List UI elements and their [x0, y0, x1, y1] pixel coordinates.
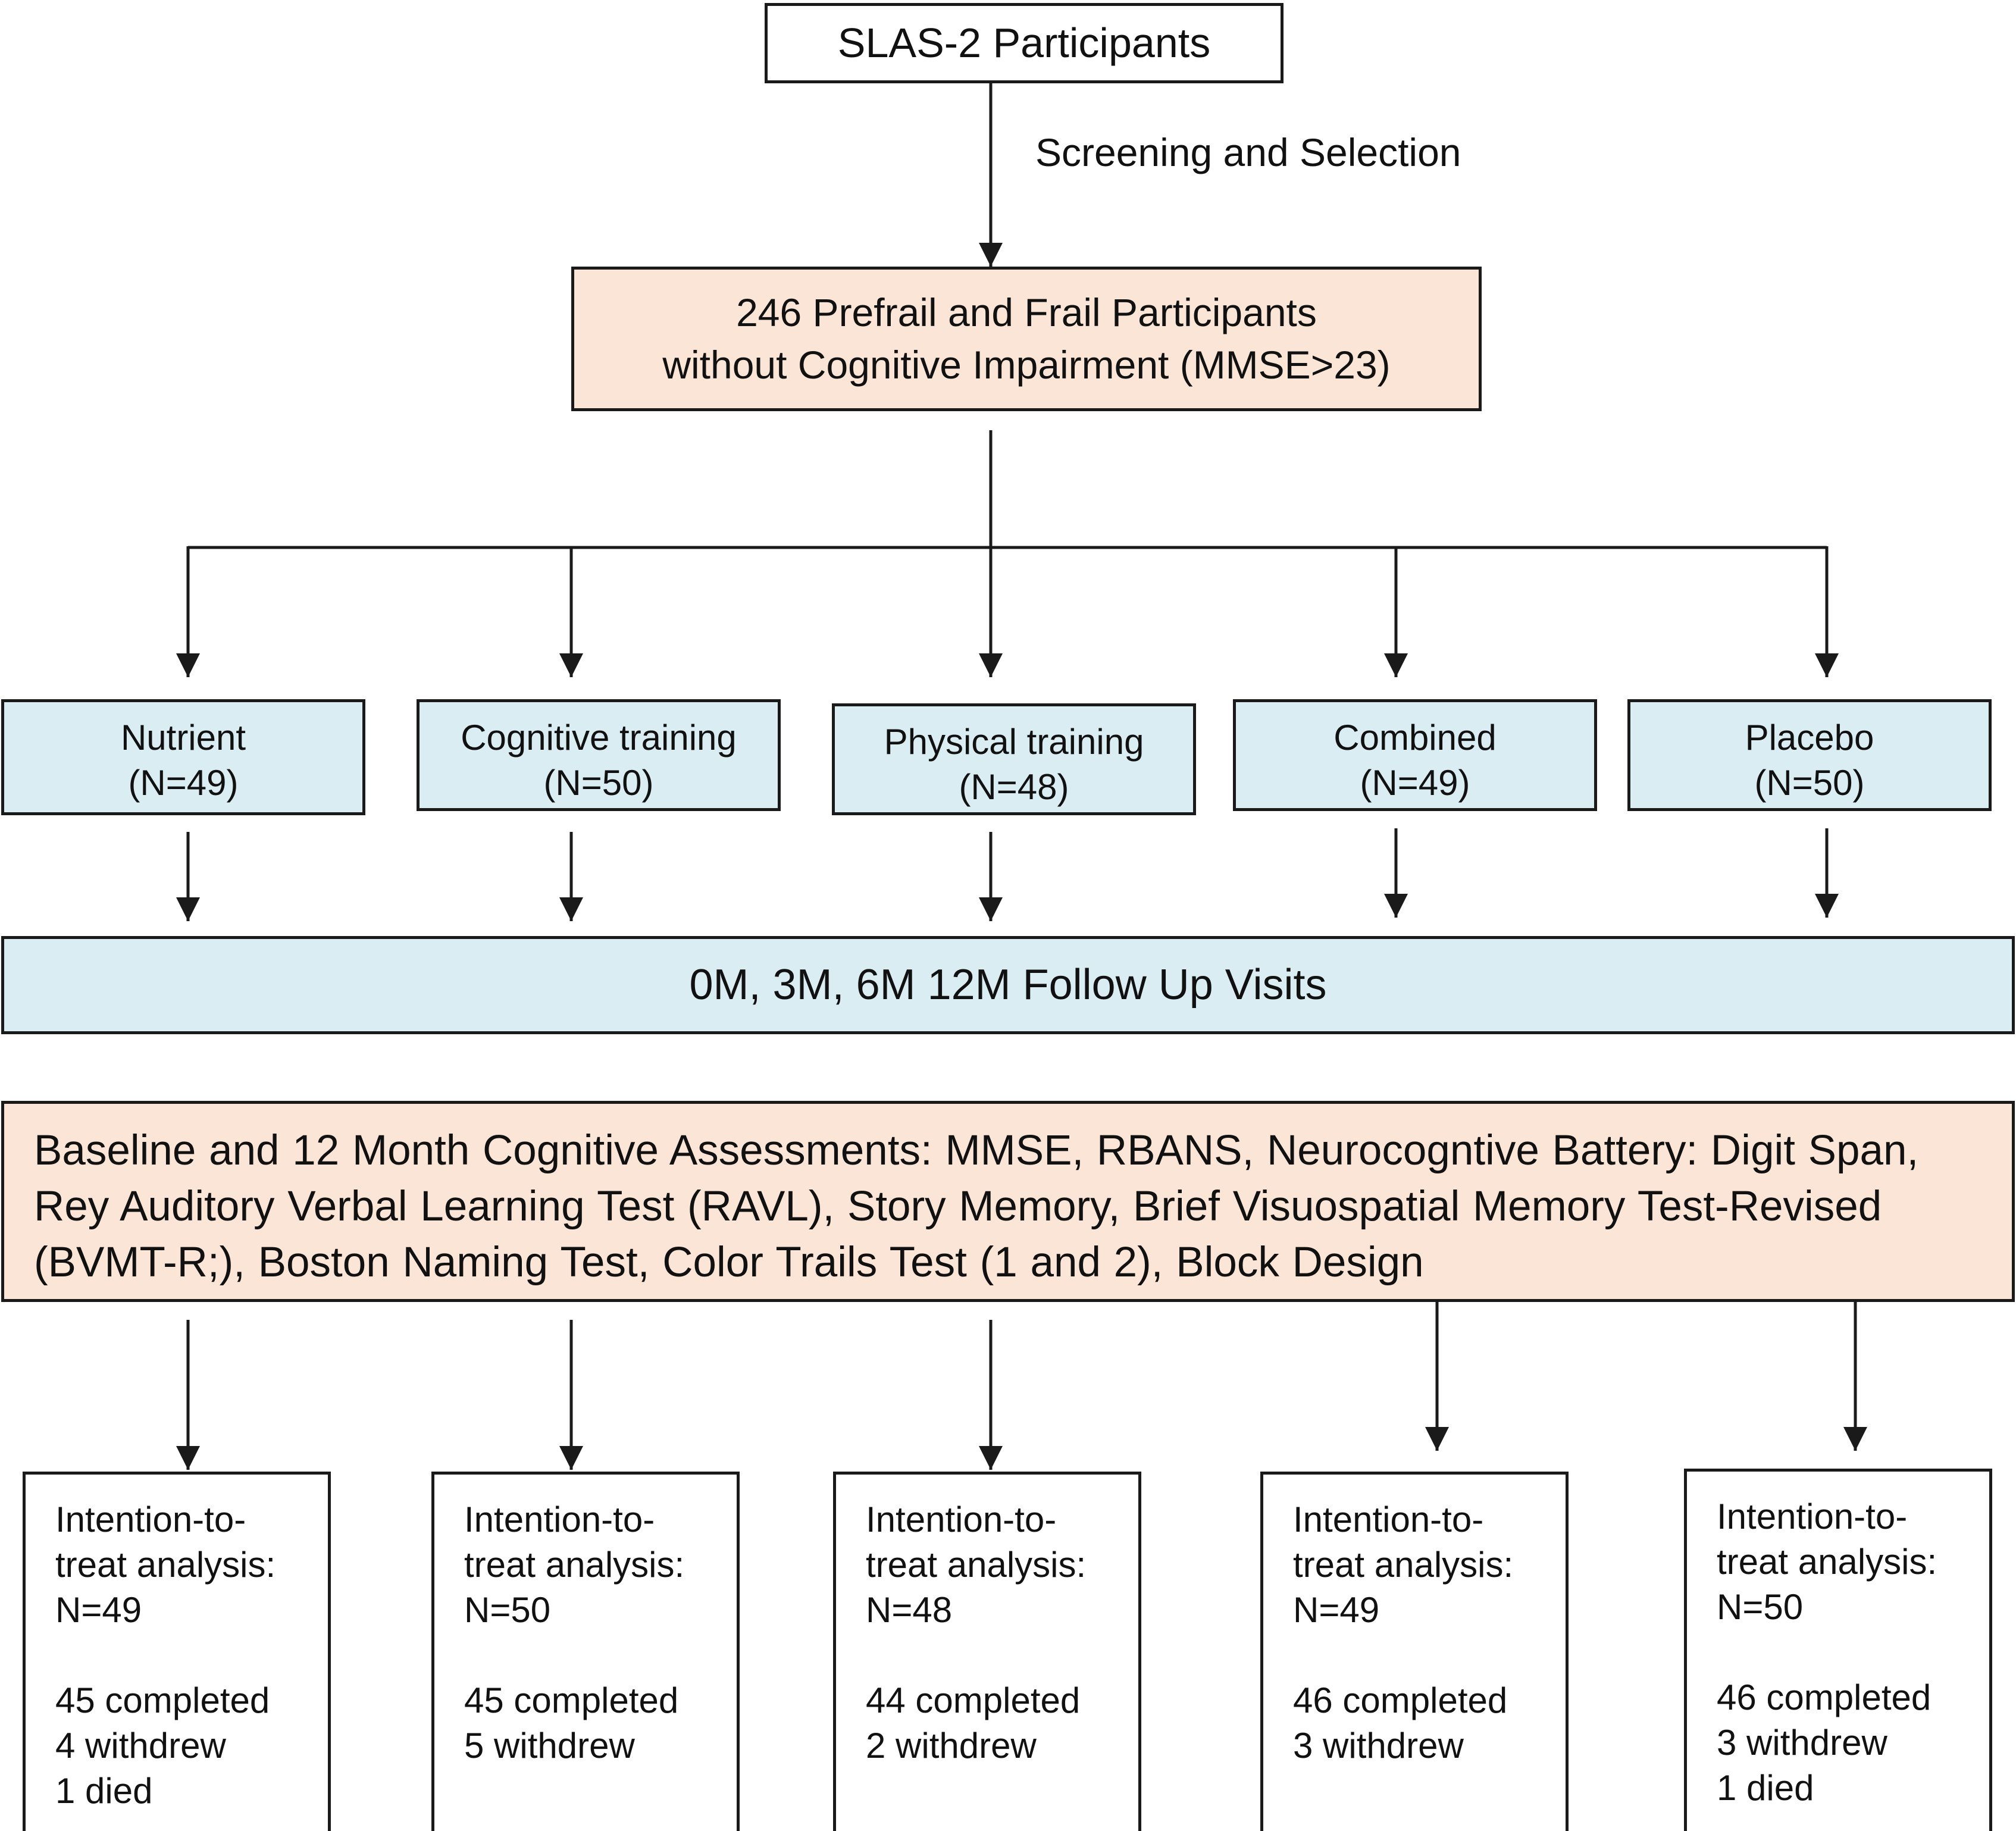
result-completed: 45 completed	[464, 1680, 679, 1720]
result-withdrew: 5 withdrew	[464, 1726, 635, 1766]
result-died: 1 died	[55, 1771, 153, 1811]
result-withdrew: 3 withdrew	[1717, 1723, 1887, 1763]
result-line: Intention-to-	[1293, 1500, 1484, 1539]
arm-count: (N=50)	[543, 763, 654, 803]
result-completed: 46 completed	[1293, 1680, 1508, 1720]
result-completed: 44 completed	[866, 1680, 1081, 1720]
result-box-combined: Intention-to- treat analysis: N=49 46 co…	[1260, 1472, 1569, 1831]
assessment-text: Baseline and 12 Month Cognitive Assessme…	[34, 1127, 1919, 1286]
arm-count: (N=48)	[959, 767, 1069, 807]
result-line: Intention-to-	[1717, 1497, 1908, 1536]
arm-count: (N=49)	[1360, 763, 1470, 803]
result-line: treat analysis:	[55, 1545, 276, 1585]
result-withdrew: 4 withdrew	[55, 1726, 226, 1766]
arm-name: Cognitive training	[461, 718, 737, 758]
arm-name: Placebo	[1745, 718, 1874, 758]
result-itt-count: N=50	[1717, 1587, 1804, 1627]
arm-box-nutrient: Nutrient (N=49)	[1, 699, 365, 815]
result-line: treat analysis:	[866, 1545, 1087, 1585]
arm-box-physical-training: Physical training (N=48)	[832, 703, 1196, 815]
arm-box-combined: Combined (N=49)	[1233, 699, 1597, 811]
arm-box-placebo: Placebo (N=50)	[1627, 699, 1992, 811]
result-line: Intention-to-	[55, 1500, 246, 1539]
result-withdrew: 2 withdrew	[866, 1726, 1037, 1766]
arm-name: Nutrient	[120, 718, 246, 758]
arm-name: Combined	[1333, 718, 1497, 758]
participants-box: SLAS-2 Participants	[765, 3, 1284, 83]
followup-text: 0M, 3M, 6M 12M Follow Up Visits	[689, 960, 1327, 1009]
eligible-line-1: 246 Prefrail and Frail Participants	[736, 290, 1317, 335]
result-box-placebo: Intention-to- treat analysis: N=50 46 co…	[1684, 1469, 1992, 1831]
screening-label: Screening and Selection	[1035, 130, 1461, 174]
result-line: treat analysis:	[1293, 1545, 1514, 1585]
arm-box-cognitive-training: Cognitive training (N=50)	[417, 699, 781, 811]
result-line: Intention-to-	[464, 1500, 655, 1539]
followup-box: 0M, 3M, 6M 12M Follow Up Visits	[1, 936, 2015, 1034]
arm-count: (N=49)	[128, 763, 239, 803]
result-died: 1 died	[1717, 1768, 1814, 1808]
result-completed: 45 completed	[55, 1680, 270, 1720]
eligible-box: 246 Prefrail and Frail Participants with…	[571, 267, 1482, 411]
result-line: treat analysis:	[464, 1545, 685, 1585]
result-box-nutrient: Intention-to- treat analysis: N=49 45 co…	[23, 1472, 331, 1831]
arm-name: Physical training	[884, 722, 1144, 762]
result-itt-count: N=48	[866, 1590, 953, 1630]
result-itt-count: N=49	[55, 1590, 142, 1630]
result-completed: 46 completed	[1717, 1677, 1932, 1717]
result-withdrew: 3 withdrew	[1293, 1726, 1464, 1766]
result-line: Intention-to-	[866, 1500, 1057, 1539]
arm-count: (N=50)	[1754, 763, 1865, 803]
result-itt-count: N=50	[464, 1590, 551, 1630]
assessment-box: Baseline and 12 Month Cognitive Assessme…	[1, 1101, 2015, 1302]
result-itt-count: N=49	[1293, 1590, 1380, 1630]
eligible-line-2: without Cognitive Impairment (MMSE>23)	[662, 342, 1391, 387]
result-box-physical-training: Intention-to- treat analysis: N=48 44 co…	[833, 1472, 1141, 1831]
result-box-cognitive-training: Intention-to- treat analysis: N=50 45 co…	[431, 1472, 740, 1831]
participants-title: SLAS-2 Participants	[837, 20, 1211, 67]
result-line: treat analysis:	[1717, 1542, 1937, 1582]
